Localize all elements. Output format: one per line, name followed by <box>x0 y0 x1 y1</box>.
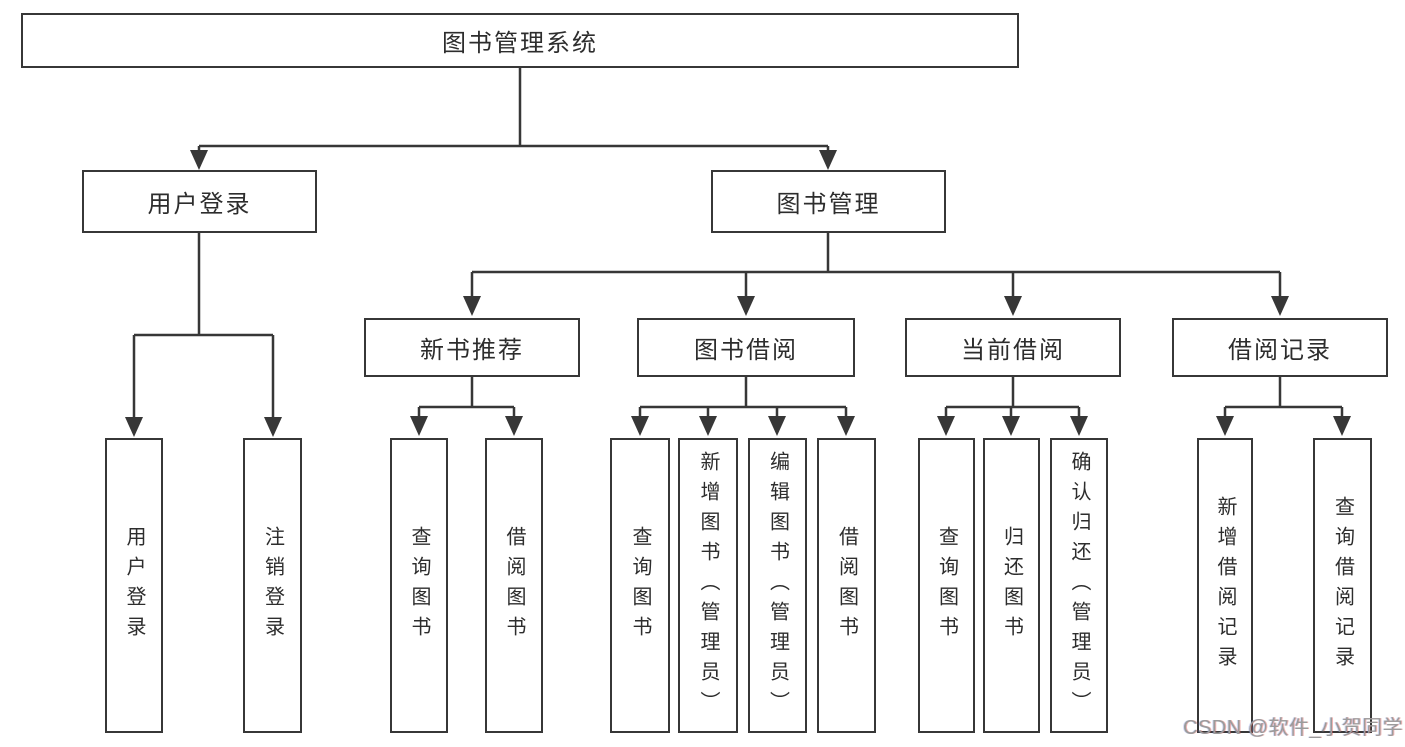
leaf-query-books-borrow: 查询图书 <box>610 438 670 733</box>
leaf-query-books-borrow-label: 查询图书 <box>629 525 651 646</box>
node-new-book-recommend-label: 新书推荐 <box>420 337 524 364</box>
leaf-confirm-return-admin-label: 确认归还（管理员） <box>1068 450 1090 721</box>
leaf-logout: 注销登录 <box>243 438 302 733</box>
leaf-return-books-label: 归还图书 <box>1000 525 1023 646</box>
leaf-borrow-books-recommend: 借阅图书 <box>485 438 543 733</box>
leaf-return-books: 归还图书 <box>983 438 1040 733</box>
leaf-add-borrow-record-label: 新增借阅记录 <box>1214 495 1236 676</box>
node-new-book-recommend: 新书推荐 <box>364 318 580 377</box>
node-book-borrow: 图书借阅 <box>637 318 855 377</box>
leaf-query-borrow-record-label: 查询借阅记录 <box>1331 495 1354 676</box>
node-book-management-label: 图书管理 <box>776 191 881 218</box>
leaf-query-borrow-record: 查询借阅记录 <box>1313 438 1372 733</box>
node-borrow-records: 借阅记录 <box>1172 318 1388 377</box>
leaf-query-books-current-label: 查询图书 <box>935 525 958 646</box>
leaf-query-books-recommend-label: 查询图书 <box>408 525 430 646</box>
leaf-user-login: 用户登录 <box>105 438 163 733</box>
leaf-query-books-recommend: 查询图书 <box>390 438 448 733</box>
node-current-borrow-label: 当前借阅 <box>961 337 1065 364</box>
node-root: 图书管理系统 <box>21 13 1019 68</box>
node-root-label: 图书管理系统 <box>442 30 598 57</box>
arrowheads <box>125 150 1351 437</box>
node-user-login-label: 用户登录 <box>147 191 252 218</box>
node-user-login: 用户登录 <box>82 170 317 233</box>
node-book-borrow-label: 图书借阅 <box>694 337 798 364</box>
leaf-edit-books-admin: 编辑图书（管理员） <box>748 438 807 733</box>
leaf-borrow-books-borrow: 借阅图书 <box>817 438 876 733</box>
leaf-add-books-admin: 新增图书（管理员） <box>678 438 738 733</box>
csdn-watermark: CSDN @软件_小贺同学 <box>1183 717 1404 739</box>
leaf-logout-label: 注销登录 <box>261 525 284 646</box>
leaf-add-books-admin-label: 新增图书（管理员） <box>697 450 719 721</box>
leaf-user-login-label: 用户登录 <box>123 525 145 646</box>
leaf-query-books-current: 查询图书 <box>918 438 975 733</box>
leaf-confirm-return-admin: 确认归还（管理员） <box>1050 438 1108 733</box>
leaf-borrow-books-recommend-label: 借阅图书 <box>503 525 525 646</box>
node-current-borrow: 当前借阅 <box>905 318 1121 377</box>
node-book-management: 图书管理 <box>711 170 946 233</box>
node-borrow-records-label: 借阅记录 <box>1228 337 1332 364</box>
leaf-edit-books-admin-label: 编辑图书（管理员） <box>766 450 789 721</box>
leaf-borrow-books-borrow-label: 借阅图书 <box>835 525 858 646</box>
leaf-add-borrow-record: 新增借阅记录 <box>1197 438 1253 733</box>
